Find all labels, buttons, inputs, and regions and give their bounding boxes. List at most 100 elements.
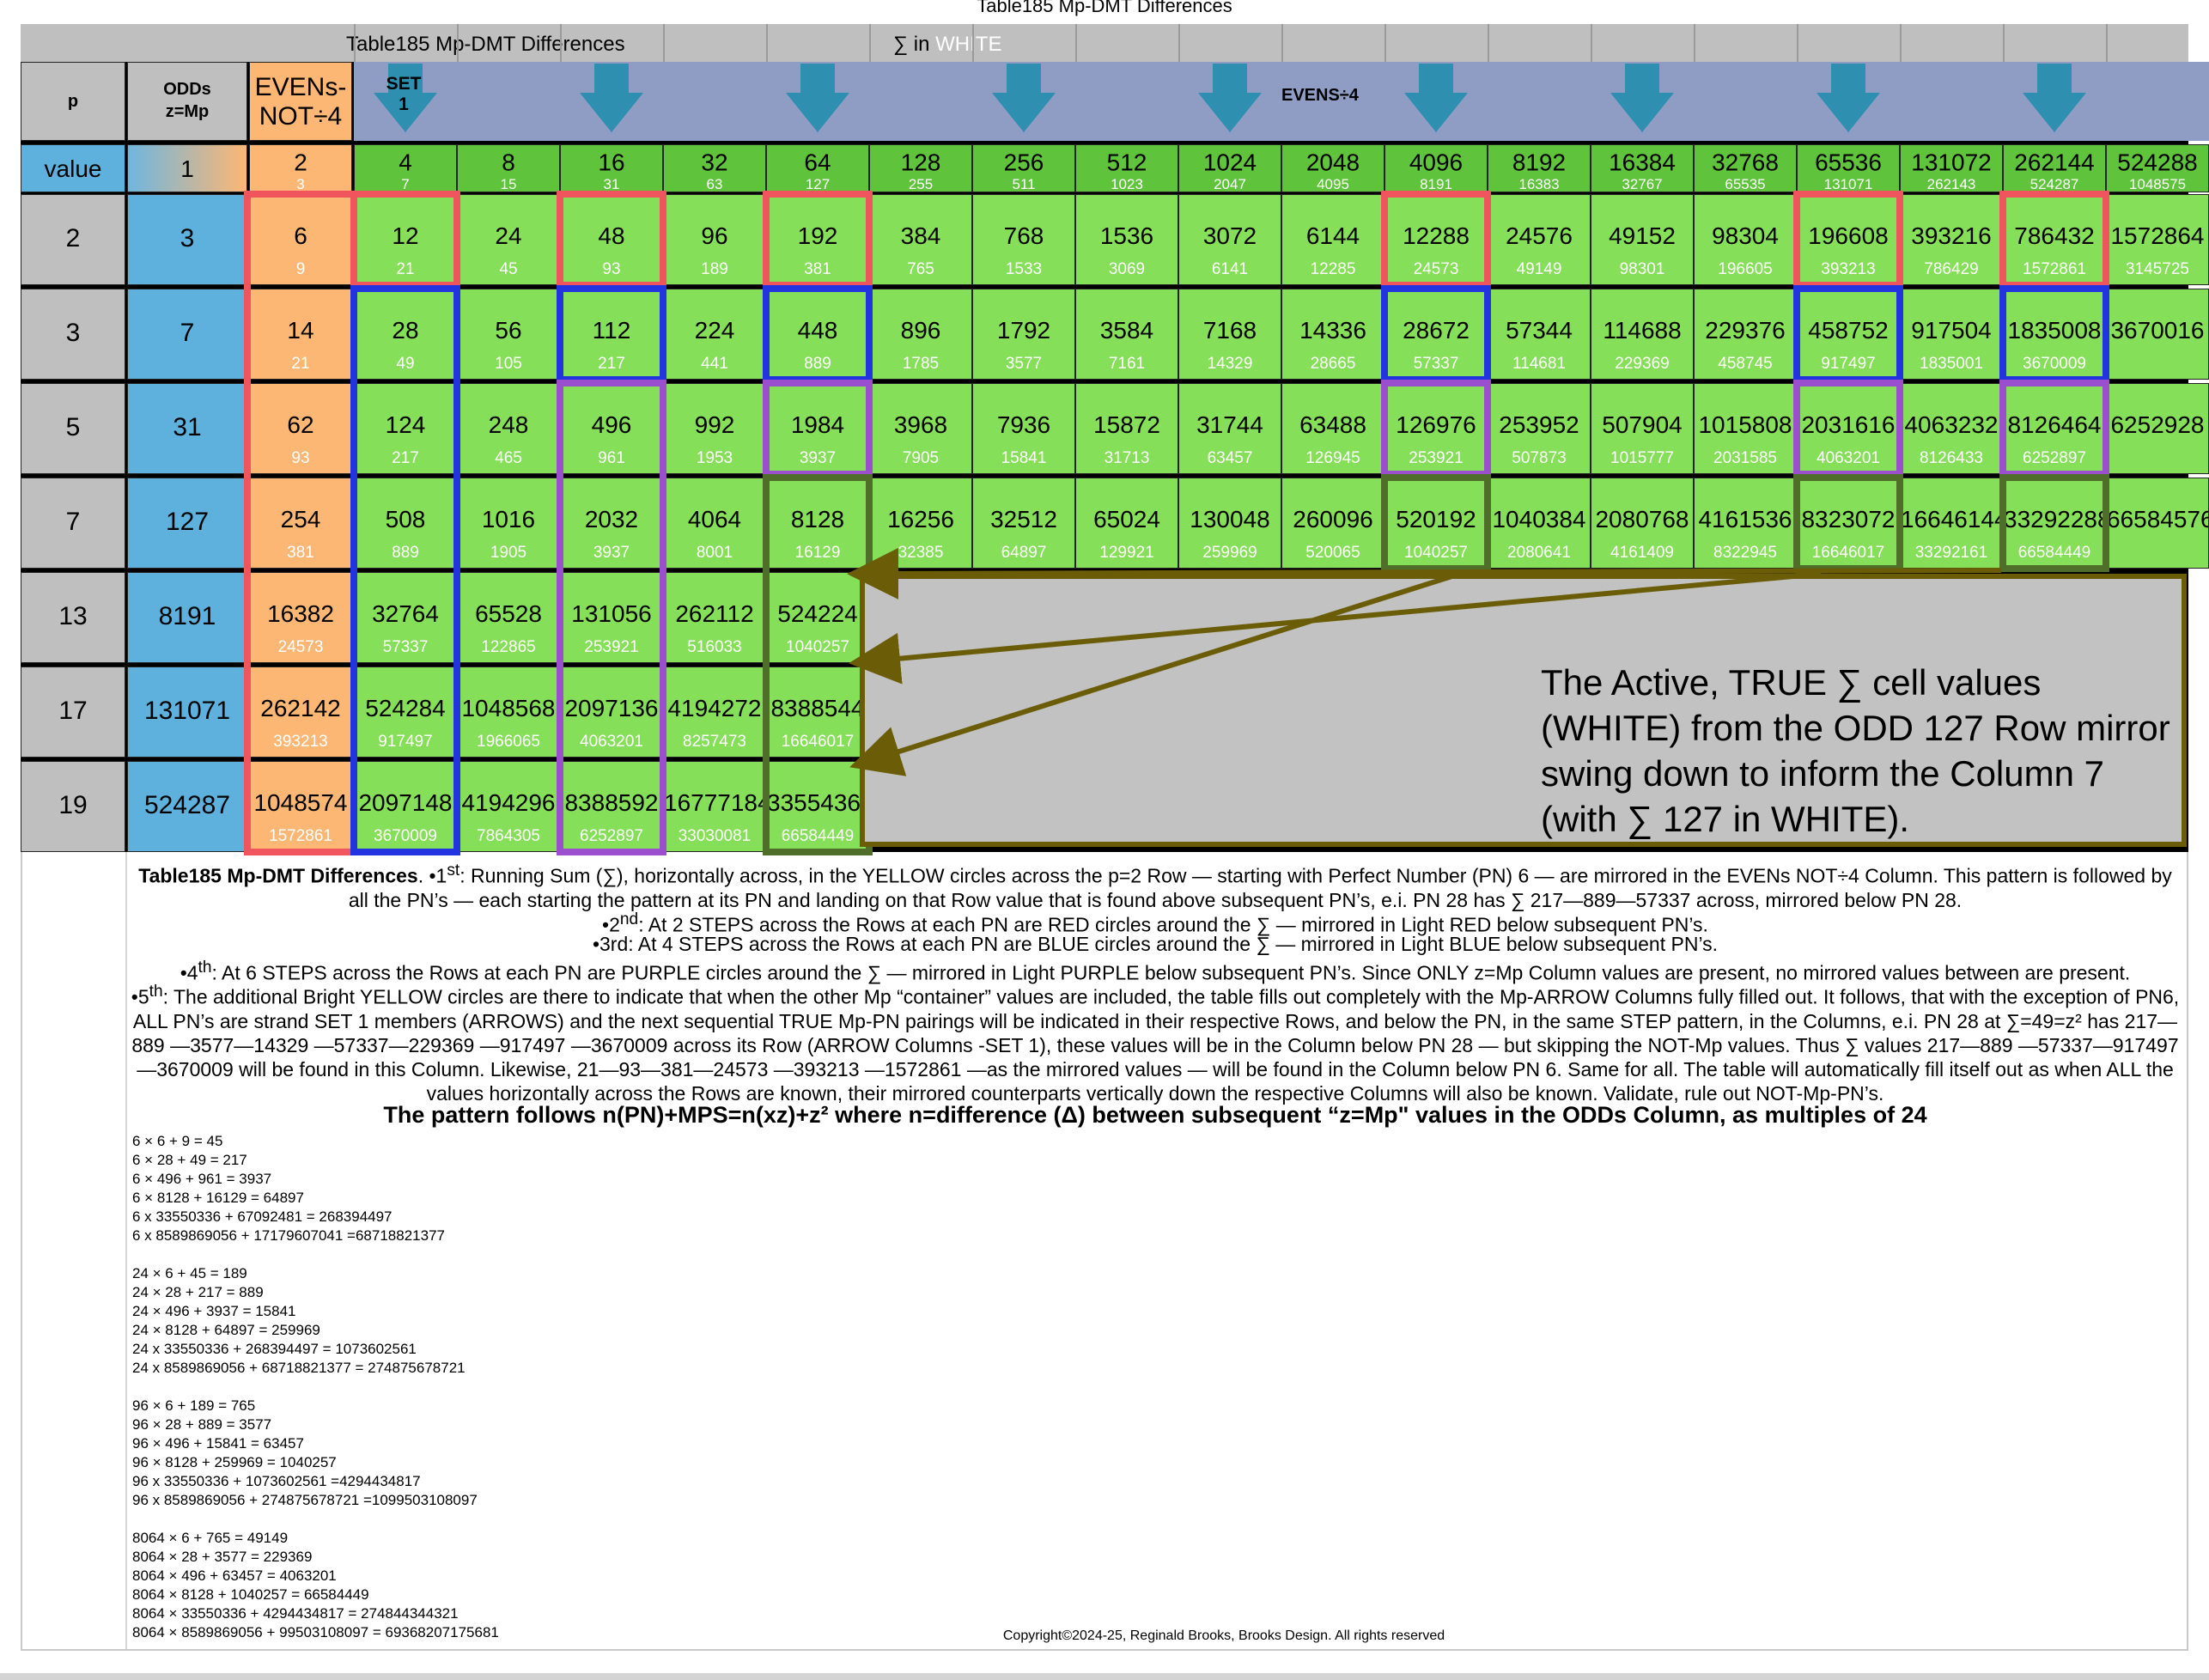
cell-sum: 66584449 bbox=[781, 827, 855, 845]
even-value: 16382 bbox=[267, 600, 334, 628]
cell-value: 196608 bbox=[1808, 222, 1889, 250]
cell-value: 6144 bbox=[1305, 222, 1360, 250]
cell-sum: 917497 bbox=[1821, 355, 1876, 373]
band-gridline bbox=[1281, 24, 1283, 62]
cell-sum: 3937 bbox=[593, 544, 630, 562]
p-value: 7 bbox=[65, 508, 81, 536]
cell-value: 6252928 bbox=[2110, 411, 2205, 439]
band-gridline bbox=[972, 24, 974, 62]
odd-cell: 8191 bbox=[127, 572, 247, 663]
odd-value: 8191 bbox=[158, 602, 216, 630]
cell-sum: 7161 bbox=[1108, 355, 1146, 373]
cell-sum: 1966065 bbox=[477, 733, 540, 751]
equation-line: 6 × 496 + 961 = 3937 bbox=[132, 1171, 272, 1187]
cell-value: 3968 bbox=[893, 411, 948, 439]
cell-value: 260096 bbox=[1293, 506, 1373, 533]
even-sum: 9 bbox=[295, 260, 306, 278]
column-value: 2048 bbox=[1305, 149, 1360, 176]
column-value: 32 bbox=[701, 149, 728, 176]
cell-value: 2080768 bbox=[1595, 506, 1689, 533]
equation-line: 8064 × 8128 + 1040257 = 66584449 bbox=[132, 1586, 369, 1603]
cell-sum: 1040257 bbox=[786, 638, 849, 656]
column-value: 4096 bbox=[1409, 149, 1464, 176]
band-gridline bbox=[1797, 24, 1798, 62]
caption-title: Table185 Mp-DMT Differences bbox=[138, 864, 418, 887]
cell-value: 114688 bbox=[1603, 317, 1682, 344]
band-gridline bbox=[1591, 24, 1592, 62]
value-label: value bbox=[21, 144, 125, 192]
equation-line: 8064 × 33550336 + 4294434817 = 274844344… bbox=[132, 1605, 459, 1622]
column-value: 128 bbox=[900, 149, 941, 176]
cell-value: 24 bbox=[495, 222, 522, 250]
column-value: 8192 bbox=[1512, 149, 1567, 176]
column-sum: 255 bbox=[908, 176, 934, 192]
header-p: p bbox=[21, 62, 125, 141]
note-text: The Active, TRUE ∑ cell values (WHITE) f… bbox=[1541, 662, 2170, 839]
cell-value: 15872 bbox=[1093, 411, 1160, 439]
header-odds-line1: ODDs bbox=[163, 80, 211, 99]
pointer-arrow-3 bbox=[849, 571, 1461, 776]
cell-value: 4161536 bbox=[1698, 506, 1792, 533]
equation-line: 96 × 28 + 889 = 3577 bbox=[132, 1416, 272, 1433]
cell-sum: 1533 bbox=[1005, 260, 1043, 278]
band-gridline bbox=[2003, 24, 2005, 62]
pattern-statement: The pattern follows n(PN)+MPS=n(xz)+z² w… bbox=[383, 1102, 1927, 1128]
cell-sum: 917497 bbox=[378, 733, 433, 751]
cell-value: 66584576 bbox=[2107, 506, 2209, 533]
cell-value: 28 bbox=[392, 317, 419, 344]
cell-value: 7168 bbox=[1202, 317, 1257, 344]
cell-sum: 253921 bbox=[1409, 449, 1464, 467]
even-sum: 21 bbox=[291, 355, 310, 373]
caption-p1-b: : Running Sum (∑), horizontally across, … bbox=[348, 864, 2172, 911]
cell-sum: 381 bbox=[804, 260, 831, 278]
p-value: 5 bbox=[65, 413, 81, 441]
equation-line: 96 × 496 + 15841 = 63457 bbox=[132, 1435, 304, 1452]
copyright: Copyright©2024-25, Reginald Brooks, Broo… bbox=[1002, 1628, 1445, 1643]
table-cell: 3670016 bbox=[2106, 289, 2209, 380]
cell-sum: 3069 bbox=[1108, 260, 1146, 278]
odd-value: 7 bbox=[180, 319, 195, 347]
cell-value: 57344 bbox=[1506, 317, 1573, 344]
odd-cell: 31 bbox=[127, 383, 247, 474]
cell-sum: 31713 bbox=[1104, 449, 1150, 467]
cell-sum: 465 bbox=[495, 449, 522, 467]
caption-p1: Table185 Mp-DMT Differences. •1st: Runni… bbox=[129, 859, 2182, 912]
cell-value: 8323072 bbox=[1801, 506, 1896, 533]
band-sigma-note: ∑ in WHITE bbox=[893, 33, 1001, 57]
cell-value: 508 bbox=[385, 506, 426, 533]
caption-p2: •2nd: At 2 STEPS across the Rows at each… bbox=[129, 908, 2182, 937]
p-value: 17 bbox=[58, 697, 88, 725]
cell-value: 8128 bbox=[790, 506, 845, 533]
equation-line: 24 × 6 + 45 = 189 bbox=[132, 1265, 247, 1281]
cell-value: 49152 bbox=[1609, 222, 1676, 250]
header-p-label: p bbox=[67, 92, 79, 111]
cell-value: 496 bbox=[591, 411, 632, 439]
caption-p2-a: •2 bbox=[602, 913, 620, 936]
cell-sum: 786429 bbox=[1924, 260, 1979, 278]
cell-value: 768 bbox=[1003, 222, 1044, 250]
